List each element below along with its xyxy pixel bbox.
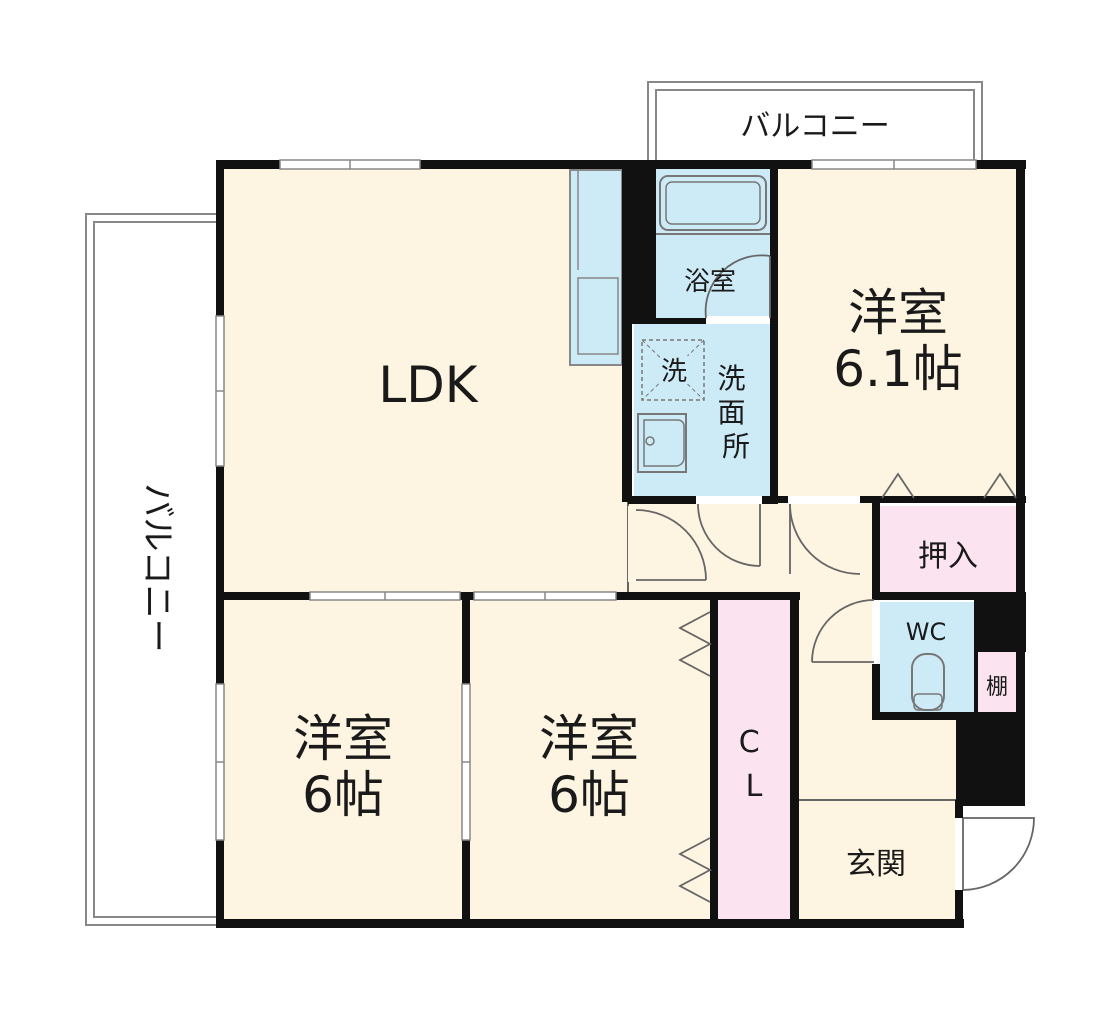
kitchen-counter xyxy=(569,169,623,366)
balcony-left-label: バルコニー xyxy=(137,483,177,652)
western-sw-size: 6帖 xyxy=(302,766,384,824)
western-s-floor xyxy=(468,600,712,920)
balcony-top xyxy=(647,81,983,162)
oshiire-label: 押入 xyxy=(918,539,978,574)
doors xyxy=(628,254,1035,903)
oshiire-floor xyxy=(880,506,1016,594)
washer-label: 洗 xyxy=(661,357,687,387)
bathtub-icon xyxy=(659,175,767,231)
washroom-floor xyxy=(634,322,772,498)
washer-space-icon xyxy=(641,339,705,401)
western-ne-size: 6.1帖 xyxy=(833,340,963,398)
shelf-label: 棚 xyxy=(986,675,1008,700)
closet-floor xyxy=(716,600,792,920)
wc-label: WC xyxy=(906,618,947,646)
closet-label-char-1: C xyxy=(739,725,760,760)
washroom-label: 洗 面 所 xyxy=(718,362,755,463)
western-ne-name: 洋室 xyxy=(848,284,948,342)
ldk-label: LDK xyxy=(378,356,478,414)
closet-label-char-2: L xyxy=(746,769,763,804)
ldk-floor xyxy=(222,168,628,595)
bath-label: 浴室 xyxy=(684,267,736,297)
toilet-icon xyxy=(911,653,945,711)
washroom-label-char-3: 所 xyxy=(722,430,750,463)
washroom-label-char-1: 洗 xyxy=(718,362,746,395)
western-sw-name: 洋室 xyxy=(293,710,393,768)
western-s-name: 洋室 xyxy=(539,710,639,768)
hall-right-floor xyxy=(876,716,956,808)
floor-fills xyxy=(222,168,1018,920)
windows xyxy=(215,159,977,841)
western-sw-floor xyxy=(222,600,464,920)
entrance-label: 玄関 xyxy=(846,847,906,882)
entrance-floor xyxy=(798,800,956,920)
wash-basin-icon xyxy=(637,413,687,473)
shelf-floor xyxy=(976,652,1016,712)
western-ne-floor xyxy=(778,168,1018,498)
hall-lower-floor xyxy=(796,597,876,807)
closet-label: C L xyxy=(739,725,770,804)
balcony-left xyxy=(85,213,216,926)
western-s-size: 6帖 xyxy=(548,766,630,824)
washroom-label-char-2: 面 xyxy=(718,396,746,429)
balcony-top-label: バルコニー xyxy=(740,109,889,144)
